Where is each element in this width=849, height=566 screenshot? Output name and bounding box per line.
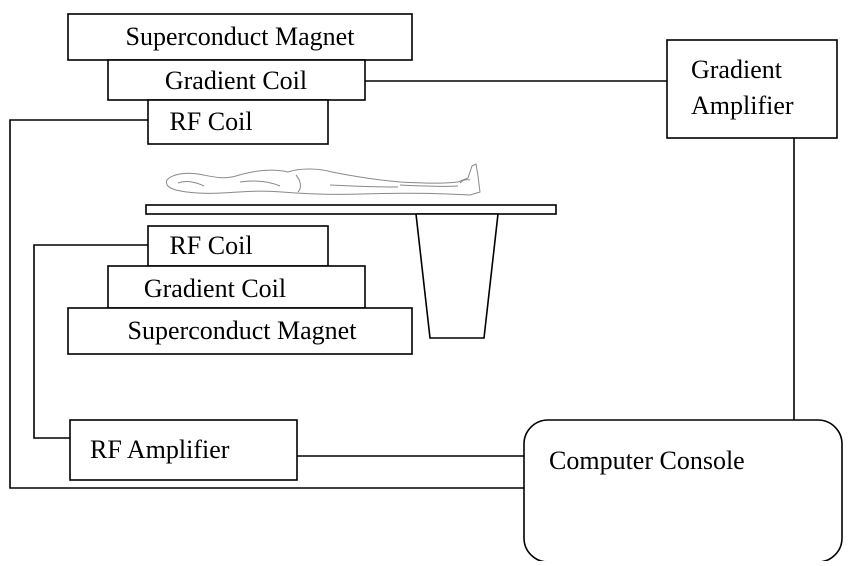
upper-rf-coil-label: RF Coil xyxy=(169,107,252,136)
lower-rf-coil-box xyxy=(147,225,329,267)
gradient-amplifier: Gradient Amplifier xyxy=(666,39,838,139)
lower-magnet-assembly: RF Coil Gradient Coil Superconduct Magne… xyxy=(67,225,413,355)
wire-upper-rf-coil-to-console xyxy=(9,119,524,489)
upper-rf-coil-box xyxy=(147,99,329,145)
upper-gradient-coil-label: Gradient Coil xyxy=(165,66,307,95)
table-top xyxy=(145,204,557,215)
computer-console-box xyxy=(523,419,843,563)
rf-amplifier-label: RF Amplifier xyxy=(90,435,230,464)
lower-gradient-coil-label: Gradient Coil xyxy=(144,274,286,303)
computer-console: Computer Console xyxy=(523,419,843,563)
lower-rf-coil-label: RF Coil xyxy=(169,231,252,260)
gradient-amplifier-box xyxy=(666,39,838,139)
upper-magnet-assembly: Superconduct Magnet Gradient Coil RF Coi… xyxy=(67,13,413,145)
lower-superconduct-magnet-box xyxy=(67,307,413,355)
gradient-amplifier-label-line2: Amplifier xyxy=(691,91,794,120)
patient-table xyxy=(145,204,557,339)
upper-superconduct-magnet-box xyxy=(67,13,413,61)
patient-figure xyxy=(165,163,481,196)
wire-lower-rf-coil-to-rf-amplifier xyxy=(33,244,148,439)
rf-amplifier-box xyxy=(69,419,298,481)
computer-console-label: Computer Console xyxy=(549,446,745,475)
connection-lines xyxy=(9,80,795,489)
rf-amplifier: RF Amplifier xyxy=(69,419,298,481)
table-pedestal xyxy=(415,213,499,339)
lower-superconduct-magnet-label: Superconduct Magnet xyxy=(128,316,358,345)
upper-superconduct-magnet-label: Superconduct Magnet xyxy=(126,22,356,51)
gradient-amplifier-label-line1: Gradient xyxy=(691,55,783,84)
lower-gradient-coil-box xyxy=(107,265,366,309)
